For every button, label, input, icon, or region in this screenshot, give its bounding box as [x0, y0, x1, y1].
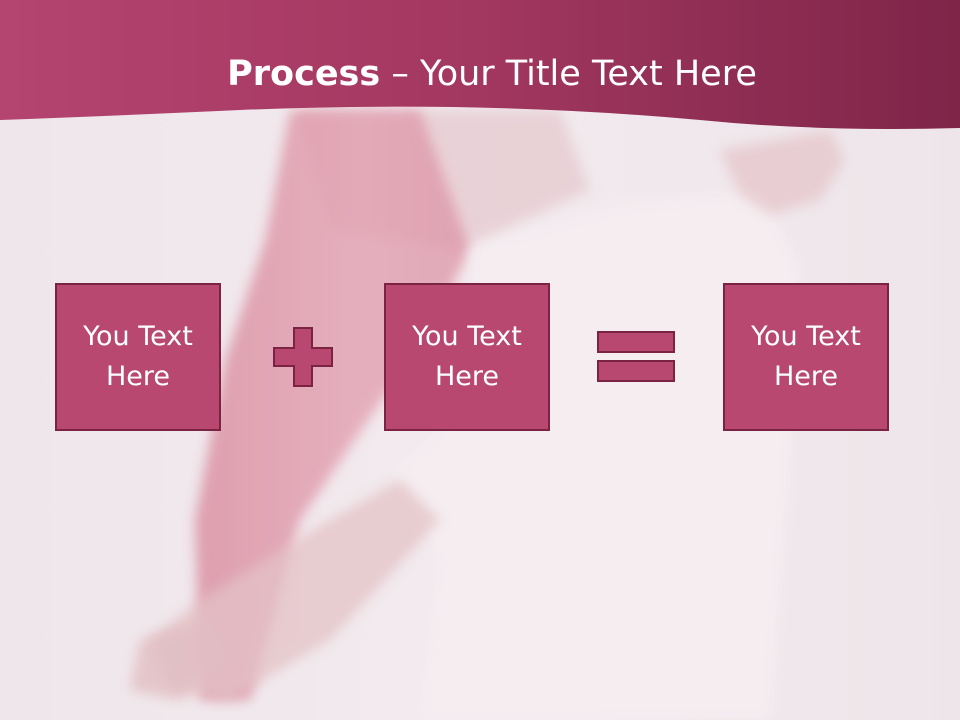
text-box-3-label: You Text Here: [751, 321, 861, 392]
header-band: [0, 0, 960, 129]
title-rest: – Your Title Text Here: [380, 54, 757, 94]
text-box-1-label: You Text Here: [83, 321, 193, 392]
text-box-1[interactable]: You Text Here: [55, 283, 221, 431]
equals-icon: [597, 331, 675, 382]
title-bold: Process: [227, 54, 381, 94]
text-box-3[interactable]: You Text Here: [723, 283, 889, 431]
text-box-2-label: You Text Here: [412, 321, 522, 392]
text-box-2[interactable]: You Text Here: [384, 283, 550, 431]
slide-title: Process – Your Title Text Here: [0, 52, 960, 96]
plus-icon: [273, 327, 333, 387]
